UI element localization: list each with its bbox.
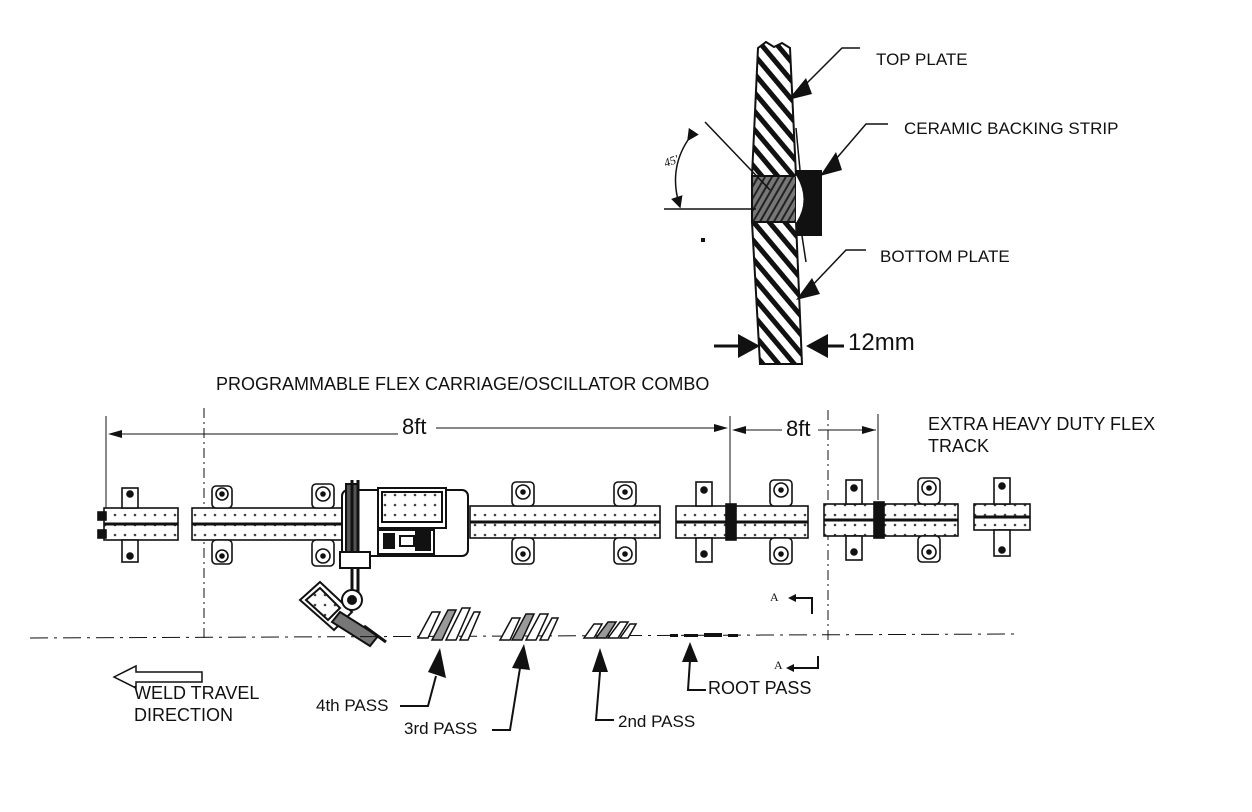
pass-2-leader (594, 671, 614, 721)
weld-zone (751, 175, 797, 223)
bottom-plate-shape (750, 221, 804, 365)
section-mark-bottom-label: A (774, 658, 783, 672)
root-pass-marks (670, 633, 738, 637)
section-marker-top (790, 597, 813, 614)
weld-direction-label-line1: WELD TRAVEL (134, 683, 260, 703)
bottom-plate-label: BOTTOM PLATE (880, 247, 1010, 266)
pass-3-label: 3rd PASS (404, 719, 478, 738)
pass-4-leader (400, 675, 437, 707)
top-plate-leader (797, 47, 860, 93)
backing-strip-leader (829, 123, 888, 167)
track-label-line2: TRACK (928, 436, 990, 456)
pass-2-label: 2nd PASS (618, 712, 696, 731)
track-wheels (211, 477, 941, 567)
carriage-title: PROGRAMMABLE FLEX CARRIAGE/OSCILLATOR CO… (216, 374, 710, 394)
track-brackets (121, 477, 1011, 563)
pass-3-leader (492, 667, 521, 731)
bottom-plate-leader (805, 249, 866, 293)
weld-4th-pass-marks (416, 607, 482, 641)
angle-arc (671, 127, 699, 209)
dimension-label-2: 8ft (786, 416, 811, 441)
section-marker-bottom (790, 656, 819, 669)
weld-layout (29, 594, 1021, 731)
thickness-arrow-right (806, 334, 828, 358)
dimension-label-1: 8ft (402, 414, 427, 439)
track-assembly (97, 408, 1031, 648)
weld-2nd-pass-marks (582, 621, 638, 639)
weld-3rd-pass-marks (498, 613, 560, 641)
ceramic-backing-strip-label: CERAMIC BACKING STRIP (904, 119, 1119, 138)
root-pass-label: ROOT PASS (708, 678, 812, 698)
track-label-line1: EXTRA HEAVY DUTY FLEX (928, 414, 1156, 434)
welding-torch (298, 580, 387, 648)
top-plate-label: TOP PLATE (876, 50, 968, 69)
centerline (29, 633, 1021, 639)
weld-direction-label-line2: DIRECTION (134, 705, 233, 725)
carriage-oscillator (298, 480, 469, 648)
thickness-arrow-left (738, 334, 760, 358)
track-segments (97, 501, 1031, 541)
plate-section-view (664, 40, 888, 365)
thickness-label: 12mm (848, 329, 915, 356)
bevel-line (704, 121, 771, 191)
pass-4-label: 4th PASS (316, 696, 389, 715)
top-plate-shape (750, 40, 798, 177)
root-pass-leader (686, 659, 706, 691)
travel-direction-arrow (112, 664, 203, 690)
section-mark-top-label: A (770, 590, 779, 604)
